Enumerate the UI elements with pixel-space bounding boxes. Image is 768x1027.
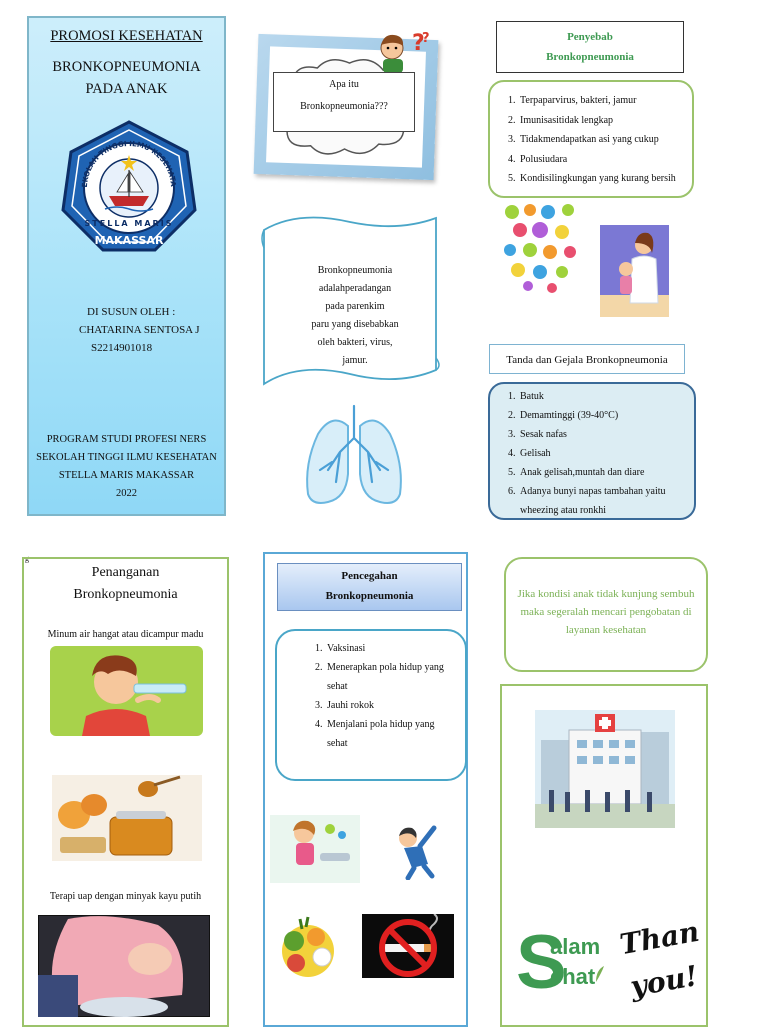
prevention-title-line2: Bronkopneumonia <box>325 590 414 602</box>
salam-sehat-logo: S alam ehat <box>516 918 606 1005</box>
healthy-food-icon <box>282 916 334 977</box>
svg-text:?: ? <box>412 31 425 56</box>
care-title-line2: Bronkopneumonia <box>73 587 178 602</box>
program-block: PROGRAM STUDI PROFESI NERS SEKOLAH TINGG… <box>29 431 224 503</box>
boy-drinking-icon <box>50 646 203 736</box>
causes-list: Terpaparvirus, bakteri, jamur Imunisasit… <box>490 91 692 189</box>
author-nim: S2214901018 <box>91 342 153 354</box>
hospital-icon <box>535 710 675 828</box>
cause-item: Polusiudara <box>518 150 692 170</box>
question-line1: Apa itu <box>329 79 359 90</box>
salam-line1: alam <box>550 934 600 959</box>
definition-line: oleh bakteri, virus, <box>317 337 393 348</box>
care-title: Penanganan Bronkopneumonia <box>24 562 227 606</box>
definition-line: jamur. <box>342 355 368 366</box>
care-panel: Penanganan Bronkopneumonia Minum air han… <box>22 557 229 1027</box>
prevention-item: Vaksinasi <box>325 639 455 658</box>
symptom-item: Adanya bunyi napas tambahan yaitu wheezi… <box>518 482 694 520</box>
salam-line2: ehat <box>550 964 596 989</box>
germs-icon <box>504 204 576 293</box>
thank-you-logo: Thank you! <box>617 906 720 1011</box>
thanks-line2: you! <box>627 959 699 1003</box>
salam-initial: S <box>516 920 567 1003</box>
program-line: PROGRAM STUDI PROFESI NERS <box>46 434 207 445</box>
logo-city-text: MAKASSAR <box>95 234 164 247</box>
salam-sehat-art: S alam ehat <box>516 920 604 1005</box>
program-line: STELLA MARIS MAKASSAR <box>58 470 195 481</box>
school-logo: SEKOLAH TINGGI ILMU KESEHATAN STELLA MAR… <box>59 118 197 252</box>
care-title-line1: Penanganan <box>91 565 160 580</box>
cause-item: Imunisasitidak lengkap <box>518 111 692 131</box>
prevention-title-line1: Pencegahan <box>341 570 398 582</box>
prevention-item: Menerapkan pola hidup yang sehat <box>325 658 455 696</box>
definition-text: Bronkopneumonia adalahperadangan pada pa… <box>300 262 410 370</box>
symptom-item: Demamtinggi (39-40°C) <box>518 406 694 425</box>
symptom-item: Gelisah <box>518 444 694 463</box>
thanks-line1: Thank <box>617 911 699 961</box>
definition-scroll <box>261 216 440 386</box>
thinking-boy-icon: ? ? <box>380 31 430 73</box>
cover-subtitle-line1: BRONKOPNEUMONIA <box>52 59 201 75</box>
lungs-icon <box>306 404 402 504</box>
prevention-list: Vaksinasi Menerapkan pola hidup yang seh… <box>277 639 465 753</box>
consult-note: Jika kondisi anak tidak kunjung sembuh m… <box>504 557 708 672</box>
cover-title: PROMOSI KESEHATAN <box>50 28 203 44</box>
cause-item: Tidakmendapatkan asi yang cukup <box>518 130 692 150</box>
care-caption-steam: Terapi uap dengan minyak kayu putih <box>49 891 202 902</box>
prevention-item: Menjalani pola hidup yang sehat <box>325 715 455 753</box>
symptoms-title: Tanda dan Gejala Bronkopneumonia <box>489 344 685 374</box>
program-line: 2022 <box>116 488 137 499</box>
prevention-title-box: Pencegahan Bronkopneumonia <box>277 563 462 611</box>
handwashing-icon <box>270 815 360 883</box>
question-line2: Bronkopneumonia??? <box>300 101 388 112</box>
symptoms-list-box: Batuk Demamtinggi (39-40°C) Sesak nafas … <box>488 382 696 520</box>
definition-line: paru yang disebabkan <box>311 319 399 330</box>
cause-item: Kondisilingkungan yang kurang bersih <box>518 169 692 189</box>
doctor-child-icon <box>600 225 669 317</box>
care-caption-drink: Minum air hangat atau dicampur madu <box>47 629 204 640</box>
symptom-item: Anak gelisah,muntah dan diare <box>518 463 694 482</box>
cover-subtitle-line2: PADA ANAK <box>85 81 168 97</box>
prevention-list-box: Vaksinasi Menerapkan pola hidup yang seh… <box>275 629 467 781</box>
author-label: DI SUSUN OLEH : <box>87 306 176 318</box>
cause-item: Terpaparvirus, bakteri, jamur <box>518 91 692 111</box>
ship-hull <box>109 196 149 206</box>
exercise-icon <box>399 825 437 880</box>
thank-you-art: Thank you! <box>617 911 720 1003</box>
cover-subtitle: BRONKOPNEUMONIA PADA ANAK <box>29 56 224 100</box>
question-box: Apa itu Bronkopneumonia??? <box>273 72 415 132</box>
logo-banner-text: STELLA MARIS <box>85 219 174 228</box>
causes-title-line1: Penyebab <box>567 31 613 43</box>
causes-list-box: Terpaparvirus, bakteri, jamur Imunisasit… <box>488 80 694 198</box>
causes-title-box: Penyebab Bronkopneumonia <box>496 21 684 73</box>
symptom-item: Sesak nafas <box>518 425 694 444</box>
definition-line: pada parenkim <box>325 301 385 312</box>
symptom-item: Batuk <box>518 387 694 406</box>
star-icon <box>121 155 137 171</box>
prevention-item: Jauhi rokok <box>325 696 455 715</box>
definition-line: Bronkopneumonia <box>317 265 393 276</box>
author-name: CHATARINA SENTOSA J <box>79 324 200 336</box>
symptoms-list: Batuk Demamtinggi (39-40°C) Sesak nafas … <box>490 387 694 520</box>
no-smoking-icon <box>362 914 454 978</box>
definition-line: adalahperadangan <box>318 283 392 294</box>
steam-therapy-icon <box>38 915 210 1017</box>
svg-text:?: ? <box>422 31 430 46</box>
honey-jar-icon <box>52 775 202 861</box>
cover-panel: PROMOSI KESEHATAN BRONKOPNEUMONIA PADA A… <box>27 16 226 516</box>
causes-title-line2: Bronkopneumonia <box>546 51 634 63</box>
program-line: SEKOLAH TINGGI ILMU KESEHATAN <box>36 452 217 463</box>
